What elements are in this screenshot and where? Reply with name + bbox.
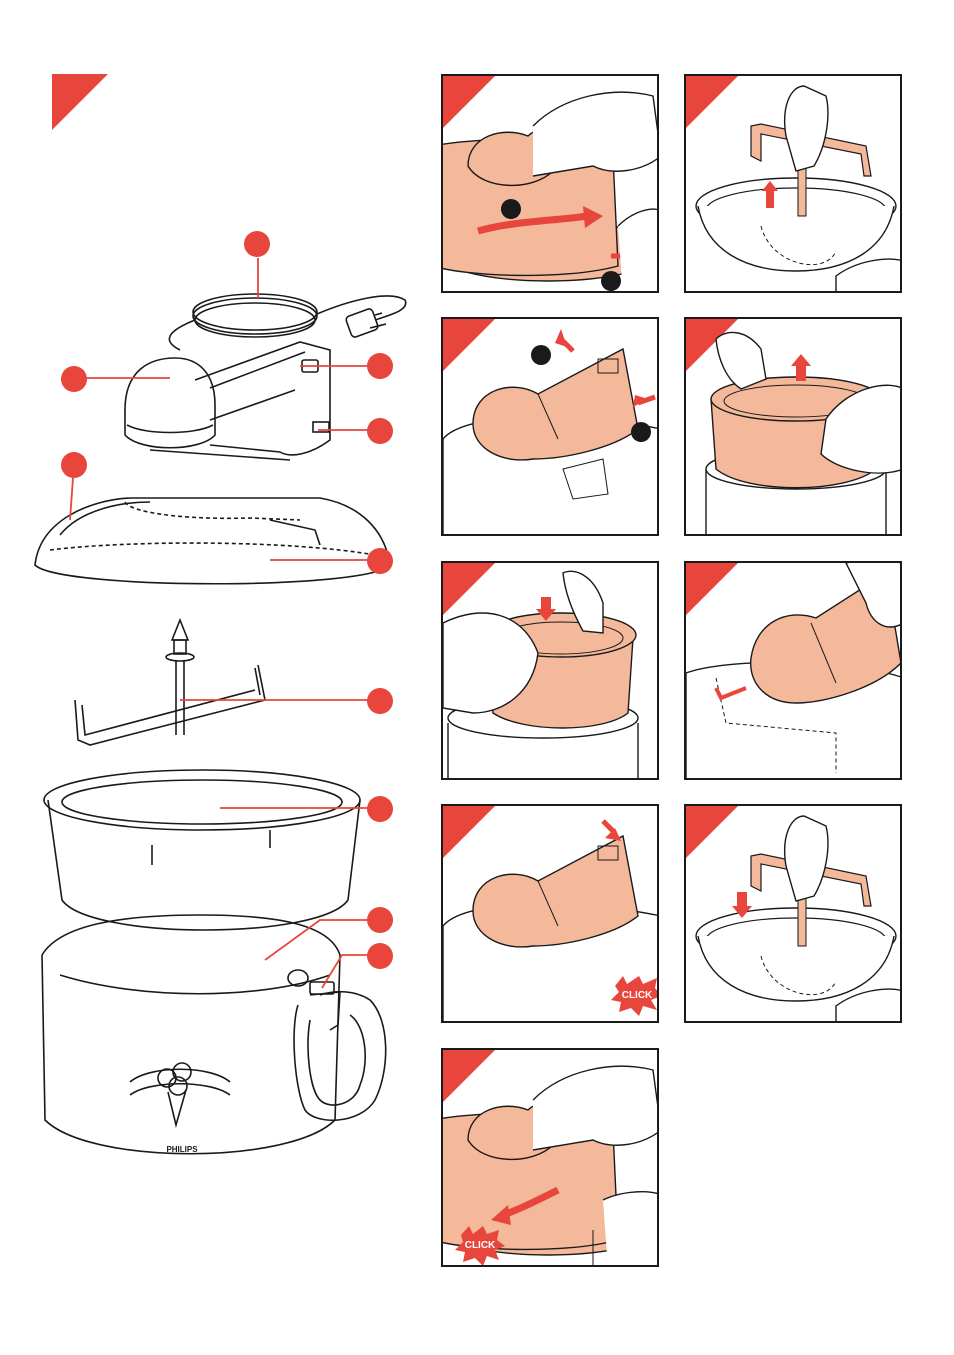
- callout-handle-lock: [367, 943, 393, 969]
- step-panel-8: [684, 804, 902, 1023]
- step-panel-7: CLICK: [441, 804, 659, 1023]
- callout-lid: [367, 548, 393, 574]
- callout-lid-opening: [61, 452, 87, 478]
- callout-cord: [244, 231, 270, 257]
- step-panel-9: CLICK: [441, 1048, 659, 1267]
- step-panel-2: [684, 74, 902, 293]
- freezing-bowl-icon: [44, 770, 360, 930]
- step-panel-3: [441, 317, 659, 536]
- step-panel-1: [441, 74, 659, 293]
- page-corner-marker: [52, 74, 108, 130]
- lid-icon: [35, 498, 390, 584]
- callout-motor-unit: [61, 366, 87, 392]
- brand-logo: PHILIPS: [166, 1145, 198, 1154]
- step-panel-6: [684, 561, 902, 780]
- callout-paddle: [367, 688, 393, 714]
- step-panel-4: [684, 317, 902, 536]
- motor-unit-icon: [125, 342, 330, 460]
- power-cord-icon: [169, 294, 405, 350]
- callout-button: [367, 353, 393, 379]
- click-label-2: CLICK: [465, 1240, 496, 1251]
- callout-housing: [367, 907, 393, 933]
- step-panel-5: [441, 561, 659, 780]
- callout-bowl: [367, 796, 393, 822]
- exploded-view-illustration: PHILIPS: [30, 220, 410, 1180]
- stirrer-paddle-icon: [75, 620, 265, 745]
- base-housing-icon: [42, 915, 386, 1154]
- callout-release: [367, 418, 393, 444]
- click-label: CLICK: [622, 990, 653, 1001]
